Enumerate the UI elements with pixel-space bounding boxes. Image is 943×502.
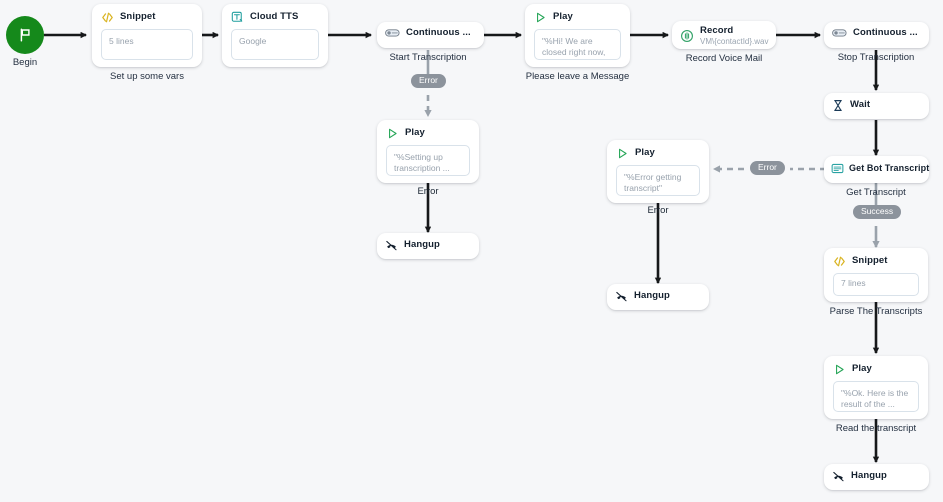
play-triangle-icon <box>833 363 846 376</box>
node-title: Hangup <box>404 239 440 251</box>
node-title: Record <box>700 25 734 36</box>
node-header: Play <box>377 120 479 145</box>
node-header: Snippet <box>92 4 202 29</box>
caption-record-voicemail: Record Voice Mail <box>685 53 763 64</box>
node-header: Record VM\{contactId}.wav <box>672 21 776 52</box>
node-header: Play <box>607 140 709 165</box>
caption-play-result: Read the transcript <box>835 423 917 434</box>
node-header: Hangup <box>824 464 929 489</box>
node-header: Play <box>824 356 928 381</box>
node-snippet-vars[interactable]: Snippet 5 lines <box>92 4 202 67</box>
caption-get-transcript: Get Transcript <box>846 187 906 198</box>
node-body-text: Google <box>239 36 267 46</box>
play-triangle-icon <box>616 147 629 160</box>
node-body[interactable]: 7 lines <box>833 273 919 296</box>
caption-start-transcription: Start Transcription <box>389 52 467 63</box>
toggle-pill-icon <box>832 28 847 38</box>
caption-play-greeting: Please leave a Message <box>525 71 630 82</box>
node-title: Play <box>635 147 655 159</box>
node-snippet-parse[interactable]: Snippet 7 lines <box>824 248 928 302</box>
flag-icon <box>17 27 33 43</box>
node-body-text: "%Ok. Here is the result of the ... <box>841 388 909 410</box>
badge-error-get-transcript[interactable]: Error <box>750 161 785 176</box>
node-subtitle: VM\{contactId}.wav <box>700 36 769 46</box>
node-hangup-transcript-error[interactable]: Hangup <box>607 284 709 310</box>
badge-error-start-transcription[interactable]: Error <box>411 74 446 89</box>
node-body[interactable]: "%Setting up transcription ... <box>386 145 470 176</box>
node-body[interactable]: 5 lines <box>101 29 193 60</box>
edge-label-error-setup-play: Error <box>417 186 439 197</box>
node-header: Hangup <box>607 284 709 309</box>
caption-stop-transcription: Stop Transcription <box>837 52 915 63</box>
node-body-text: "%Hi! We are closed right now, ... <box>542 36 606 59</box>
edge-label-error-transcript-play: Error <box>647 205 669 216</box>
node-title: Snippet <box>120 11 156 23</box>
toggle-pill-icon <box>385 28 400 38</box>
node-header: Snippet <box>824 248 928 273</box>
node-title: Wait <box>850 99 871 111</box>
node-title: Get Bot Transcript <box>849 163 930 174</box>
hangup-icon <box>615 290 628 303</box>
node-get-bot-transcript[interactable]: Get Bot Transcript <box>824 156 929 183</box>
node-title: Play <box>405 127 425 139</box>
node-body-text: 7 lines <box>841 278 866 288</box>
node-body-text: "%Setting up transcription ... <box>394 152 450 174</box>
node-play-greeting[interactable]: Play "%Hi! We are closed right now, ... <box>525 4 630 67</box>
node-title: Play <box>852 363 872 375</box>
badge-success-get-transcript[interactable]: Success <box>853 205 902 220</box>
hangup-icon <box>385 239 398 252</box>
begin-node[interactable] <box>6 16 44 54</box>
node-header: Cloud TTS <box>222 4 328 29</box>
play-triangle-icon <box>386 127 399 140</box>
node-header: Get Bot Transcript <box>824 156 929 181</box>
node-header: Continuous ... <box>377 22 484 45</box>
node-body-text: 5 lines <box>109 36 134 46</box>
node-title: Cloud TTS <box>250 11 299 23</box>
node-play-result[interactable]: Play "%Ok. Here is the result of the ... <box>824 356 928 419</box>
node-title: Continuous ... <box>853 27 918 38</box>
code-brackets-icon <box>833 255 846 268</box>
code-brackets-icon <box>101 11 114 24</box>
node-body[interactable]: Google <box>231 29 319 60</box>
node-title: Snippet <box>852 255 888 267</box>
node-title: Play <box>553 11 573 23</box>
node-header: Wait <box>824 93 929 118</box>
record-circle-icon <box>680 29 694 43</box>
node-body[interactable]: "%Hi! We are closed right now, ... <box>534 29 621 60</box>
node-body[interactable]: "%Error getting transcript" <box>616 165 700 196</box>
node-wait[interactable]: Wait <box>824 93 929 119</box>
node-stop-transcription[interactable]: Continuous ... <box>824 22 929 48</box>
node-play-setup-error[interactable]: Play "%Setting up transcription ... <box>377 120 479 183</box>
begin-label: Begin <box>12 57 38 68</box>
hourglass-icon <box>832 99 844 112</box>
play-triangle-icon <box>534 11 547 24</box>
hangup-icon <box>832 470 845 483</box>
node-hangup-setup-error[interactable]: Hangup <box>377 233 479 259</box>
node-play-transcript-error[interactable]: Play "%Error getting transcript" <box>607 140 709 203</box>
node-record-voicemail[interactable]: Record VM\{contactId}.wav <box>672 21 776 49</box>
text-to-speech-icon <box>231 11 244 24</box>
node-start-transcription[interactable]: Continuous ... <box>377 22 484 48</box>
node-title: Hangup <box>851 470 887 482</box>
node-title: Continuous ... <box>406 27 471 38</box>
caption-snippet-parse: Parse The Transcripts <box>829 306 923 317</box>
transcript-icon <box>831 162 844 175</box>
node-header: Play <box>525 4 630 29</box>
node-hangup-final[interactable]: Hangup <box>824 464 929 490</box>
node-body[interactable]: "%Ok. Here is the result of the ... <box>833 381 919 412</box>
node-header: Continuous ... <box>824 22 929 45</box>
node-header: Hangup <box>377 233 479 258</box>
caption-snippet-vars: Set up some vars <box>110 71 184 82</box>
node-title: Hangup <box>634 290 670 302</box>
node-cloud-tts[interactable]: Cloud TTS Google <box>222 4 328 67</box>
node-body-text: "%Error getting transcript" <box>624 172 682 194</box>
